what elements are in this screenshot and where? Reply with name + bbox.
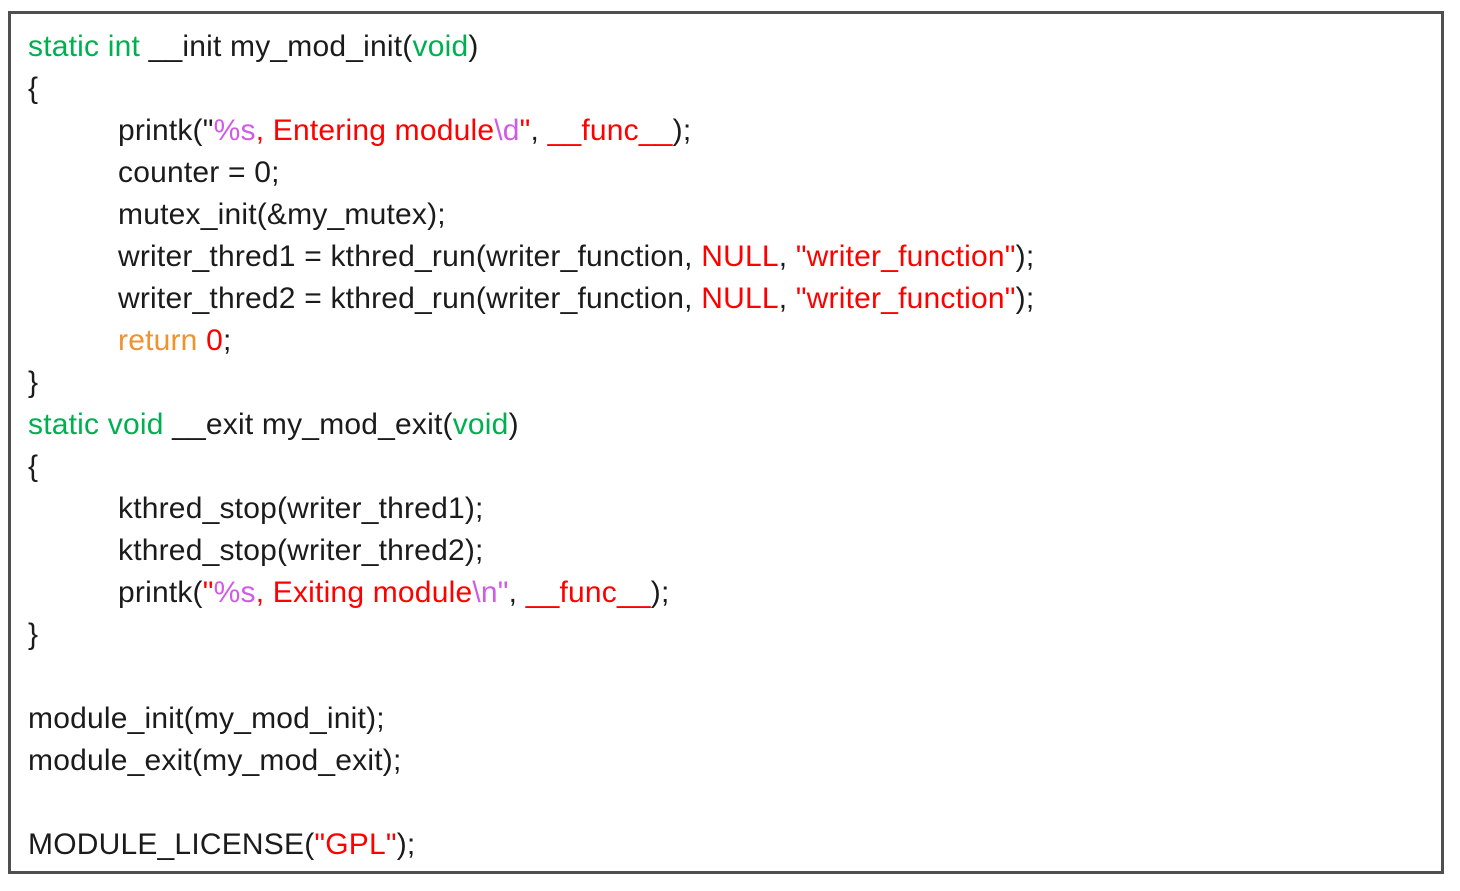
code-segment: mutex_init(&my_mutex); bbox=[118, 198, 446, 231]
code-listing: static int __init my_mod_init(void){prin… bbox=[28, 26, 1441, 866]
code-line: module_exit(my_mod_exit); bbox=[28, 740, 1441, 782]
code-line: { bbox=[28, 446, 1441, 488]
code-segment: MODULE_LICENSE( bbox=[28, 828, 315, 861]
code-segment: %s bbox=[213, 114, 256, 147]
code-segment: ); bbox=[1015, 240, 1035, 273]
code-segment: writer_thred2 = kthred_run(writer_functi… bbox=[118, 282, 702, 315]
code-line: printk("%s, Exiting module\n", __func__)… bbox=[28, 572, 1441, 614]
code-segment: ); bbox=[396, 828, 416, 861]
code-segment: } bbox=[28, 618, 39, 651]
code-line: printk("%s, Entering module\d", __func__… bbox=[28, 110, 1441, 152]
code-segment: \d bbox=[494, 114, 520, 147]
code-line bbox=[28, 656, 1441, 698]
code-line: } bbox=[28, 614, 1441, 656]
code-line: mutex_init(&my_mutex); bbox=[28, 194, 1441, 236]
code-segment: ) bbox=[468, 30, 479, 63]
code-segment: ); bbox=[672, 114, 692, 147]
code-segment: "writer_function" bbox=[795, 240, 1016, 273]
code-segment: __func__ bbox=[547, 114, 673, 147]
code-segment: , bbox=[778, 240, 796, 273]
code-line: } bbox=[28, 362, 1441, 404]
code-segment: NULL bbox=[701, 240, 779, 273]
code-line: counter = 0; bbox=[28, 152, 1441, 194]
code-line: writer_thred1 = kthred_run(writer_functi… bbox=[28, 236, 1441, 278]
code-segment: printk( bbox=[118, 576, 203, 609]
code-segment: , bbox=[508, 576, 526, 609]
code-segment: , Exiting module bbox=[255, 576, 473, 609]
code-segment: module_exit(my_mod_exit); bbox=[28, 744, 402, 777]
code-segment: , Entering module bbox=[255, 114, 495, 147]
code-segment: { bbox=[28, 450, 39, 483]
code-line bbox=[28, 782, 1441, 824]
code-segment: "GPL" bbox=[314, 828, 397, 861]
code-segment: { bbox=[28, 72, 39, 105]
code-line: return 0; bbox=[28, 320, 1441, 362]
code-line: module_init(my_mod_init); bbox=[28, 698, 1441, 740]
code-segment: void bbox=[452, 408, 509, 441]
code-segment: \n" bbox=[472, 576, 509, 609]
code-line: kthred_stop(writer_thred2); bbox=[28, 530, 1441, 572]
code-segment: printk(" bbox=[118, 114, 214, 147]
code-segment: ); bbox=[650, 576, 670, 609]
code-segment: "writer_function" bbox=[795, 282, 1016, 315]
code-segment: writer_thred1 = kthred_run(writer_functi… bbox=[118, 240, 702, 273]
code-segment: " bbox=[202, 576, 214, 609]
code-segment bbox=[198, 324, 207, 357]
code-segment: NULL bbox=[701, 282, 779, 315]
code-segment: ; bbox=[223, 324, 232, 357]
code-segment: return bbox=[118, 324, 198, 357]
code-line: kthred_stop(writer_thred1); bbox=[28, 488, 1441, 530]
code-segment: __init my_mod_init( bbox=[148, 30, 413, 63]
code-segment: static void bbox=[28, 408, 173, 441]
code-segment: 0 bbox=[206, 324, 224, 357]
code-segment: __exit my_mod_exit( bbox=[172, 408, 453, 441]
code-segment: , bbox=[530, 114, 548, 147]
code-segment: static int bbox=[28, 30, 149, 63]
code-line: static int __init my_mod_init(void) bbox=[28, 26, 1441, 68]
code-segment: } bbox=[28, 366, 39, 399]
code-segment: ) bbox=[508, 408, 519, 441]
code-line: static void __exit my_mod_exit(void) bbox=[28, 404, 1441, 446]
code-segment: module_init(my_mod_init); bbox=[28, 702, 385, 735]
code-box: static int __init my_mod_init(void){prin… bbox=[8, 11, 1444, 874]
code-segment: kthred_stop(writer_thred1); bbox=[118, 492, 484, 525]
code-segment: ); bbox=[1015, 282, 1035, 315]
code-segment: " bbox=[519, 114, 531, 147]
code-segment: , bbox=[778, 282, 796, 315]
code-line: MODULE_LICENSE("GPL"); bbox=[28, 824, 1441, 866]
code-segment: __func__ bbox=[525, 576, 651, 609]
code-segment: counter = 0; bbox=[118, 156, 280, 189]
code-line: { bbox=[28, 68, 1441, 110]
code-segment: kthred_stop(writer_thred2); bbox=[118, 534, 484, 567]
code-segment: %s bbox=[213, 576, 256, 609]
code-line: writer_thred2 = kthred_run(writer_functi… bbox=[28, 278, 1441, 320]
code-segment: void bbox=[412, 30, 469, 63]
